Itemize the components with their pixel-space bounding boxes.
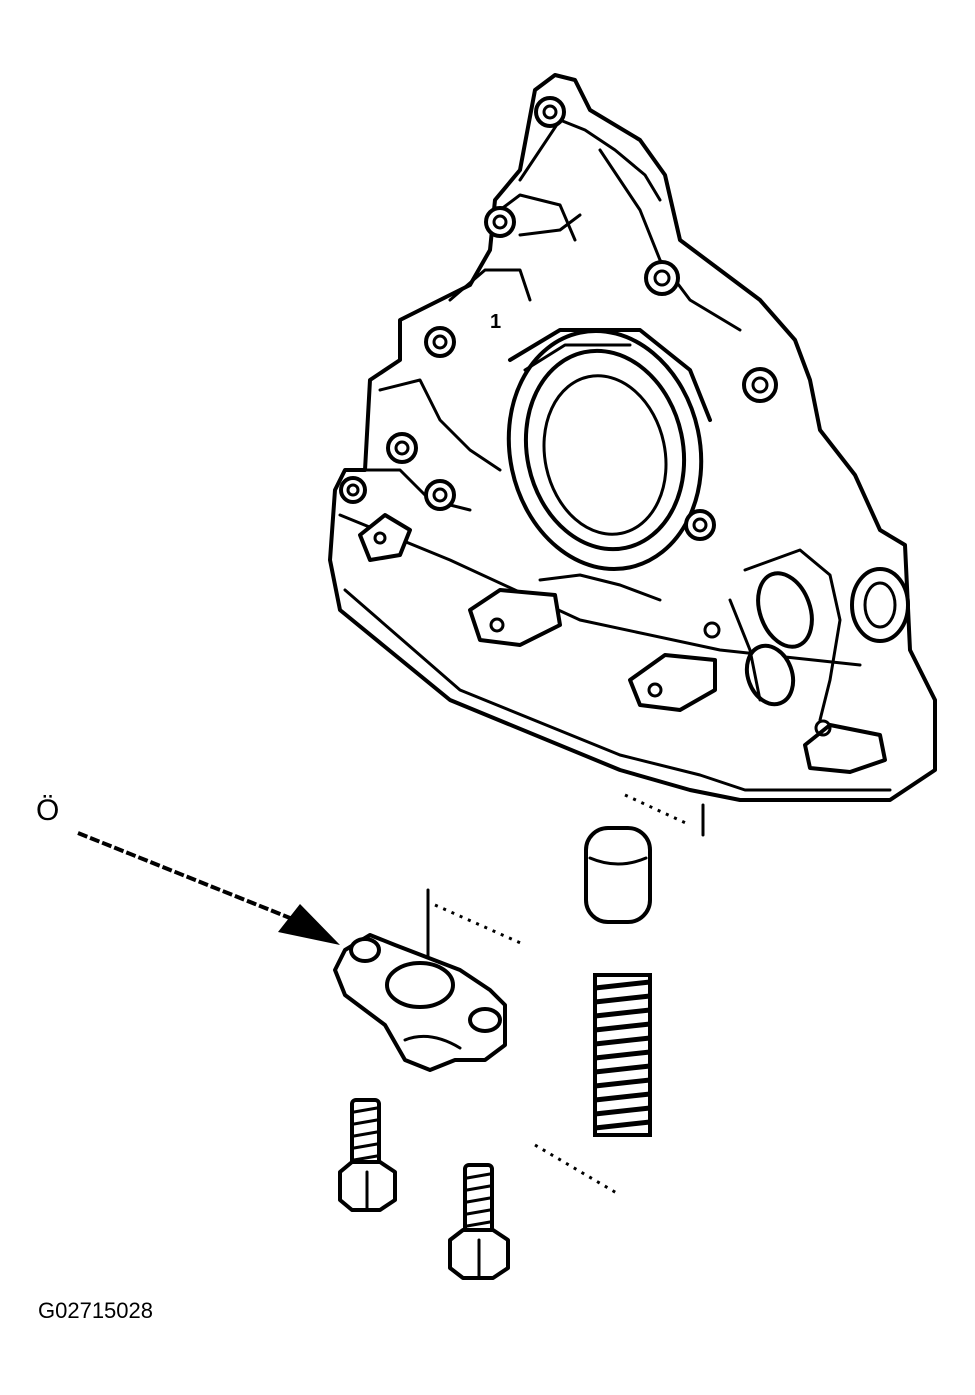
callout-arrow — [77, 831, 340, 945]
bolt-1 — [338, 1098, 397, 1212]
bolt-2 — [448, 1163, 510, 1280]
relief-valve-spring — [593, 973, 652, 1137]
figure-id: G02715028 — [38, 1298, 153, 1323]
oil-pump-housing — [328, 73, 937, 802]
assembly-guide-lines — [426, 793, 705, 1197]
callout-label: Ö — [36, 794, 60, 827]
part-number-label: 1 — [490, 311, 502, 333]
relief-valve-cover — [333, 933, 507, 1072]
relief-valve-plunger — [584, 826, 652, 924]
